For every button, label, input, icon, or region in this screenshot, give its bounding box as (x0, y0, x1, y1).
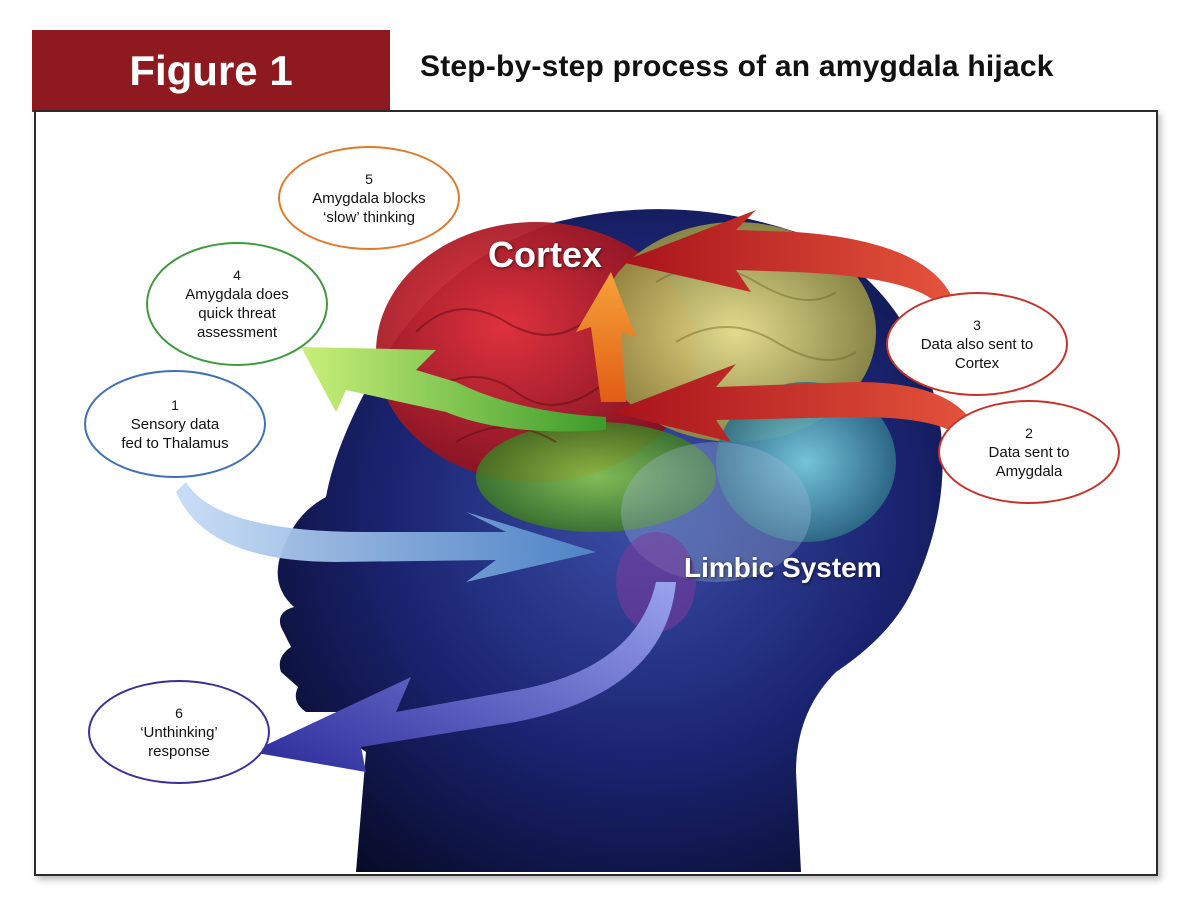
step-number: 6 (175, 704, 183, 721)
step-text: assessment (196, 324, 278, 341)
step-bubble-2: 2 Data sent to Amygdala (938, 400, 1120, 504)
step-number: 4 (233, 267, 241, 283)
step-bubble-5: 5 Amygdala blocks ‘slow’ thinking (278, 146, 460, 250)
figure-title: Step-by-step process of an amygdala hija… (420, 50, 1054, 83)
step-text: ‘slow’ thinking (323, 208, 415, 226)
step-text: quick threat (198, 305, 276, 322)
step-number: 3 (973, 316, 981, 333)
step-text: Amygdala blocks (312, 189, 426, 207)
step-text: ‘Unthinking’ (140, 723, 218, 741)
brain-illustration (176, 209, 981, 873)
step-number: 5 (365, 170, 373, 187)
step-bubble-3: 3 Data also sent to Cortex (886, 292, 1068, 396)
limbic-system-label: Limbic System (684, 552, 882, 583)
step-bubble-1: 1 Sensory data fed to Thalamus (84, 370, 266, 478)
arrow-step-3 (621, 210, 956, 307)
step-number: 2 (1025, 424, 1033, 441)
arrow-step-5 (576, 272, 636, 402)
step-text: Cortex (954, 354, 1000, 372)
arrow-step-6 (251, 582, 676, 772)
diagram-panel: Cortex Limbic System 1 Sensory data fed … (34, 110, 1158, 876)
arrow-step-1 (176, 482, 596, 582)
cortex-label: Cortex (488, 234, 603, 275)
step-text: fed to Thalamus (121, 434, 229, 452)
step-bubble-6: 6 ‘Unthinking’ response (88, 680, 270, 784)
step-text: Sensory data (130, 415, 220, 433)
figure-label: Figure 1 (32, 30, 390, 112)
step-text: Amygdala does (185, 286, 289, 303)
step-text: Data sent to (988, 443, 1070, 461)
step-bubble-4: 4 Amygdala does quick threat assessment (146, 242, 328, 366)
step-text: Amygdala (995, 462, 1063, 480)
arrow-step-2 (611, 364, 981, 442)
step-number: 1 (171, 396, 179, 413)
step-text: response (148, 742, 210, 760)
step-text: Data also sent to (920, 335, 1034, 353)
arrow-step-4 (301, 347, 606, 432)
